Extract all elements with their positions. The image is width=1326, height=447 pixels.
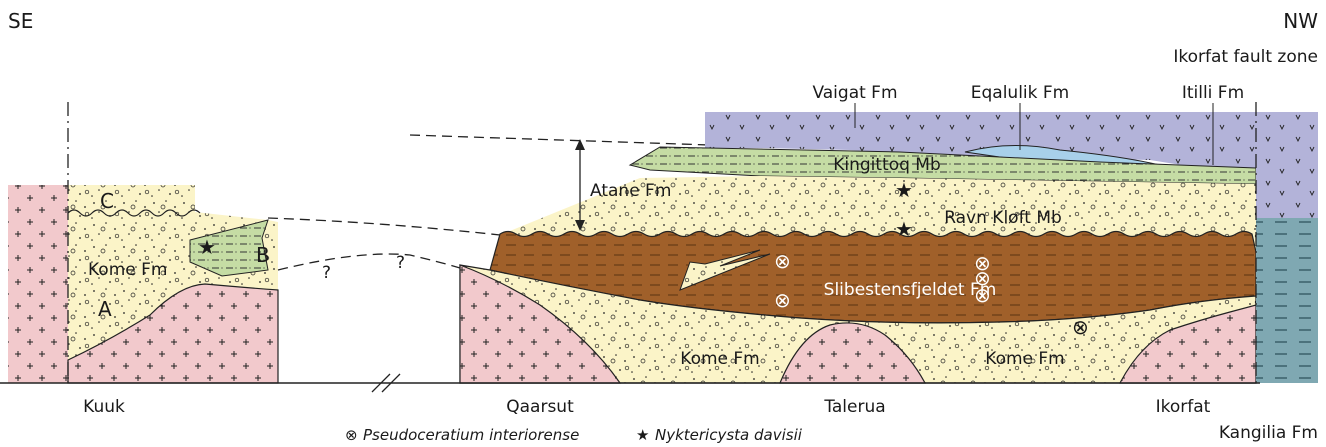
pseudoceratium-marker-6: ⊗ xyxy=(1072,315,1089,339)
pseudoceratium-marker-1: ⊗ xyxy=(774,249,791,273)
label-itilli-fm: Itilli Fm xyxy=(1182,83,1244,103)
label-kome-fm-left: Kome Fm xyxy=(88,260,167,280)
label-query-1: ? xyxy=(322,263,331,283)
locality-qaarsut: Qaarsut xyxy=(506,397,574,417)
label-vaigat-fm: Vaigat Fm xyxy=(812,83,897,103)
label-query-2: ? xyxy=(396,253,405,273)
legend-nyktericysta: Nyktericysta davisii xyxy=(655,426,803,444)
correlation-line-upper xyxy=(268,218,500,235)
label-kangilia-fm: Kangilia Fm xyxy=(1219,423,1318,443)
direction-nw: NW xyxy=(1283,9,1318,33)
kuuk-section xyxy=(8,102,278,383)
label-ravn-kloft-mb: Ravn Kløft Mb xyxy=(944,208,1062,228)
label-unit-c: C xyxy=(100,189,114,213)
label-eqalulik-fm: Eqalulik Fm xyxy=(971,83,1069,103)
nyktericysta-star-b: ★ xyxy=(198,235,216,259)
label-unit-a: A xyxy=(98,297,112,321)
label-kingittoq-mb: Kingittoq Mb xyxy=(833,155,941,175)
locality-talerua: Talerua xyxy=(823,397,885,417)
locality-kuuk: Kuuk xyxy=(83,397,125,417)
pseudoceratium-marker-2: ⊗ xyxy=(774,288,791,312)
legend-nyktericysta-symbol: ★ xyxy=(636,426,649,444)
direction-se: SE xyxy=(8,9,33,33)
locality-ikorfat: Ikorfat xyxy=(1156,397,1211,417)
basement-left-block xyxy=(8,185,68,383)
legend-pseudoceratium-symbol: ⊗ xyxy=(345,426,358,444)
label-slibestensfjeldet-fm: Slibestensfjeldet Fm xyxy=(824,280,997,300)
nyktericysta-star-2: ★ xyxy=(895,217,913,241)
correlation-line-top xyxy=(410,135,710,145)
label-kome-fm-mid: Kome Fm xyxy=(680,349,759,369)
correlation-line-lower xyxy=(278,254,460,270)
label-unit-b: B xyxy=(256,243,270,267)
label-atane-fm: Atane Fm xyxy=(590,181,671,201)
vaigat-fault-block xyxy=(1256,112,1318,218)
nyktericysta-star-1: ★ xyxy=(895,178,913,202)
label-ikorfat-fault-zone: Ikorfat fault zone xyxy=(1173,47,1318,67)
main-section xyxy=(460,102,1318,383)
kangilia-fm-block xyxy=(1256,218,1318,383)
label-kome-fm-right: Kome Fm xyxy=(985,349,1064,369)
legend-pseudoceratium: Pseudoceratium interiorense xyxy=(363,426,579,444)
